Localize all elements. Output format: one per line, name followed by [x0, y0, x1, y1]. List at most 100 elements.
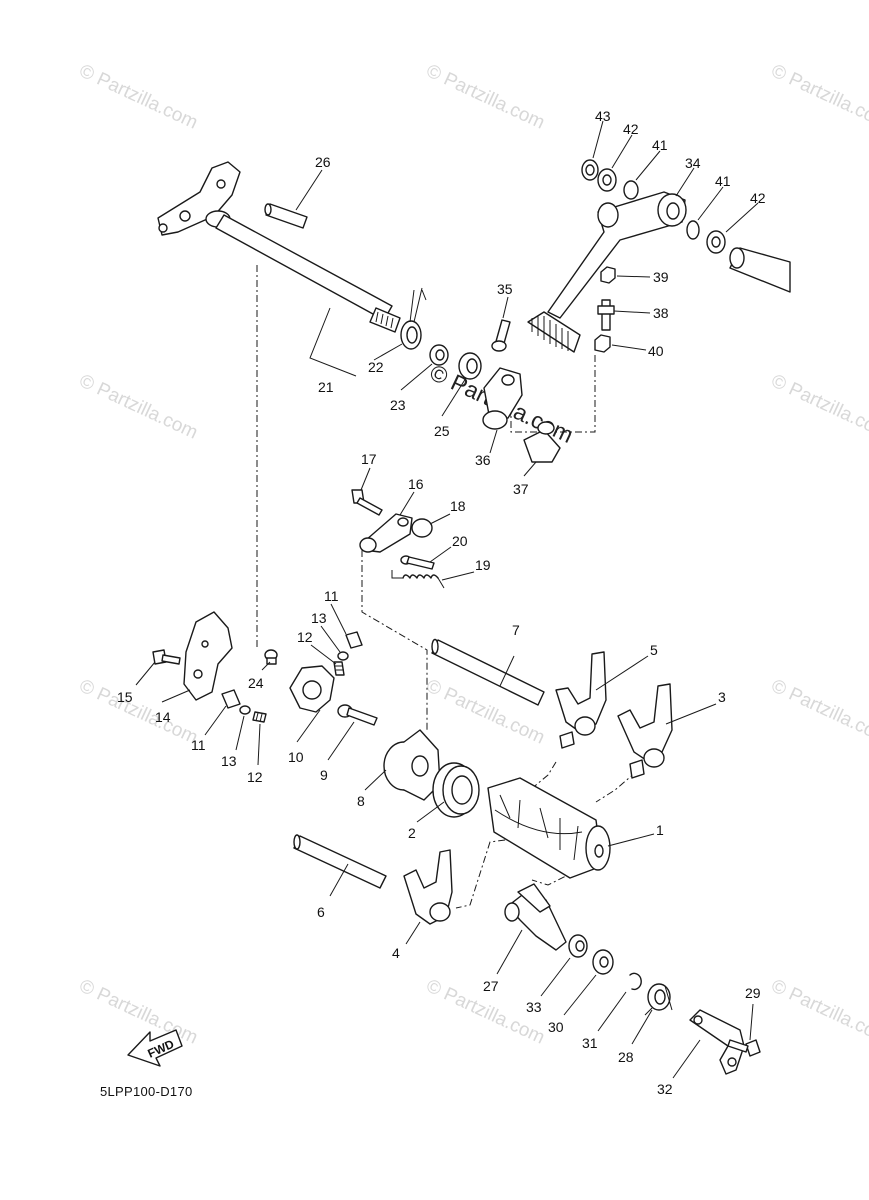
- part-37-joint[interactable]: [523, 421, 561, 463]
- part-6-guide-bar[interactable]: [293, 834, 387, 889]
- part-35-bolt[interactable]: [491, 319, 511, 352]
- callout-26: 26: [315, 154, 331, 170]
- part-42-washer[interactable]: [597, 168, 617, 192]
- callout-19: 19: [475, 557, 491, 573]
- callout-11: 11: [324, 588, 339, 604]
- callout-39: 39: [653, 269, 669, 285]
- callout-36: 36: [475, 452, 491, 468]
- part-4-shift-fork[interactable]: [403, 849, 453, 925]
- watermark: © Partzilla.com: [768, 975, 869, 1048]
- callout-8: 8: [357, 793, 365, 809]
- part-12-spring[interactable]: [333, 661, 345, 676]
- part-25-oil-seal[interactable]: [458, 352, 482, 380]
- part-30-washer[interactable]: [592, 949, 614, 975]
- part-21-shift-shaft[interactable]: [157, 161, 401, 333]
- part-7-guide-bar[interactable]: [431, 638, 545, 706]
- part-33-collar[interactable]: [568, 934, 588, 958]
- part-19-spring[interactable]: [391, 570, 445, 589]
- watermark: © Partzilla.com: [76, 60, 201, 133]
- part-42-washer[interactable]: [706, 230, 726, 254]
- callout-1: 1: [656, 822, 664, 838]
- part-40-nut[interactable]: [594, 334, 611, 353]
- callout-2: 2: [408, 825, 416, 841]
- diagram-code: 5LPP100-D170: [100, 1084, 193, 1099]
- callout-42: 42: [623, 121, 639, 137]
- part-41-o-ring[interactable]: [686, 220, 700, 240]
- watermark: © Partzilla.com: [768, 60, 869, 133]
- watermark: © Partzilla.com: [76, 675, 201, 748]
- part-10-segment[interactable]: [289, 665, 335, 713]
- part-18-collar[interactable]: [411, 518, 433, 538]
- part-11-stopper[interactable]: [221, 689, 241, 709]
- callouts: 43 42 41 34 41 42 39 38 40 35 26 21 22 2…: [117, 108, 766, 1097]
- part-38-bolt[interactable]: [597, 299, 615, 331]
- part-24-bolt[interactable]: [264, 649, 278, 665]
- callout-3: 3: [718, 689, 726, 705]
- part-8-segment[interactable]: [383, 729, 441, 801]
- part-11-stopper[interactable]: [345, 631, 363, 649]
- part-41-o-ring[interactable]: [623, 180, 639, 200]
- part-26-pin[interactable]: [264, 203, 308, 229]
- callout-43: 43: [595, 108, 611, 124]
- part-2-bearing[interactable]: [432, 762, 480, 818]
- part-39-nut[interactable]: [600, 266, 616, 284]
- callout-15: 15: [117, 689, 133, 705]
- callout-40: 40: [648, 343, 664, 359]
- callout-11: 11: [191, 737, 206, 753]
- callout-7: 7: [512, 622, 520, 638]
- part-23-washer[interactable]: [429, 344, 449, 366]
- callout-18: 18: [450, 498, 466, 514]
- callout-33: 33: [526, 999, 542, 1015]
- watermark: © Partzilla.com: [76, 370, 201, 443]
- callout-28: 28: [618, 1049, 634, 1065]
- part-29-bolt[interactable]: [727, 1039, 761, 1057]
- callout-12: 12: [297, 629, 313, 645]
- part-36-lever[interactable]: [482, 367, 523, 430]
- part-31-circlip[interactable]: [629, 972, 642, 991]
- part-20-bolt[interactable]: [400, 555, 435, 570]
- part-15-bolt[interactable]: [152, 649, 181, 665]
- part-16-stopper-lever[interactable]: [359, 513, 413, 553]
- part-22-spring[interactable]: [400, 287, 427, 350]
- callout-24: 24: [248, 675, 264, 691]
- part-14-guide[interactable]: [183, 611, 233, 701]
- watermark: © Partzilla.com: [768, 370, 869, 443]
- callout-30: 30: [548, 1019, 564, 1035]
- part-3-shift-fork[interactable]: [617, 683, 673, 779]
- callout-38: 38: [653, 305, 669, 321]
- part-34-shift-pedal[interactable]: [527, 191, 687, 353]
- callout-25: 25: [434, 423, 450, 439]
- callout-13: 13: [221, 753, 237, 769]
- callout-14: 14: [155, 709, 171, 725]
- callout-29: 29: [745, 985, 761, 1001]
- part-27-shaft[interactable]: [504, 883, 567, 951]
- part-1-shift-drum[interactable]: [487, 777, 611, 879]
- callout-5: 5: [650, 642, 658, 658]
- callout-20: 20: [452, 533, 468, 549]
- part-9-bolt[interactable]: [337, 704, 378, 726]
- callout-37: 37: [513, 481, 529, 497]
- part-13-pin[interactable]: [337, 651, 349, 661]
- callout-34: 34: [685, 155, 701, 171]
- part-28-spring[interactable]: [644, 983, 673, 1016]
- callout-16: 16: [408, 476, 424, 492]
- callout-41: 41: [715, 173, 731, 189]
- shaft-end: [729, 247, 791, 293]
- part-17-bolt[interactable]: [351, 489, 383, 516]
- callout-27: 27: [483, 978, 499, 994]
- watermark: © Partzilla.com: [768, 675, 869, 748]
- part-12-spring[interactable]: [252, 711, 267, 723]
- part-32-lever[interactable]: [689, 1009, 745, 1075]
- leader-lines: [135, 120, 759, 1079]
- fwd-arrow-icon: FWD: [127, 1029, 183, 1067]
- callout-31: 31: [582, 1035, 598, 1051]
- callout-42: 42: [750, 190, 766, 206]
- callout-4: 4: [392, 945, 400, 961]
- part-5-shift-fork[interactable]: [555, 651, 607, 749]
- part-13-pin[interactable]: [239, 705, 251, 715]
- callout-17: 17: [361, 451, 377, 467]
- callout-10: 10: [288, 749, 304, 765]
- callout-12: 12: [247, 769, 263, 785]
- part-43-circlip[interactable]: [581, 159, 599, 181]
